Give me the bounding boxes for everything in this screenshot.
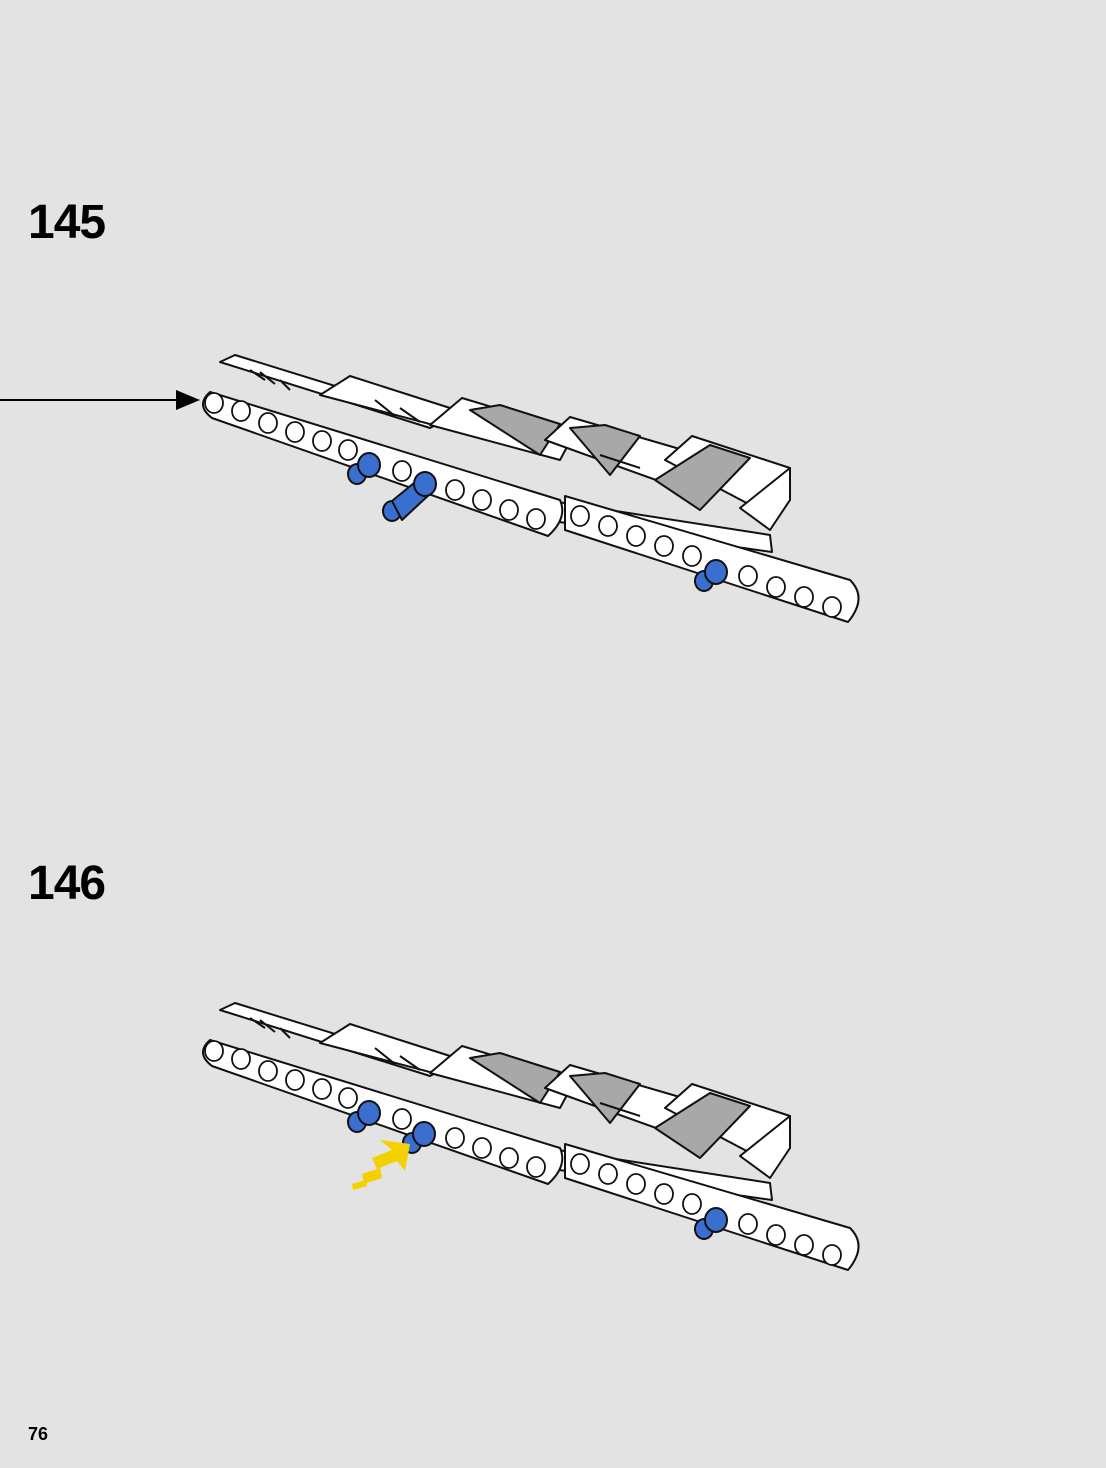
- step-number: 146: [28, 857, 106, 910]
- blue-pin: [347, 452, 381, 485]
- insertion-line-arrow-icon: [0, 390, 200, 410]
- blue-pin: [694, 1207, 728, 1240]
- yellow-push-arrow-icon: [352, 1140, 410, 1190]
- beam-assembly: [202, 1002, 860, 1271]
- page-number: 76: [28, 1424, 49, 1444]
- blue-pin: [694, 559, 728, 592]
- step-145-illustration: [0, 354, 860, 623]
- beam-assembly: [202, 354, 860, 623]
- blue-pin: [382, 471, 437, 522]
- blue-pin: [347, 1100, 381, 1133]
- step-number: 145: [28, 196, 106, 249]
